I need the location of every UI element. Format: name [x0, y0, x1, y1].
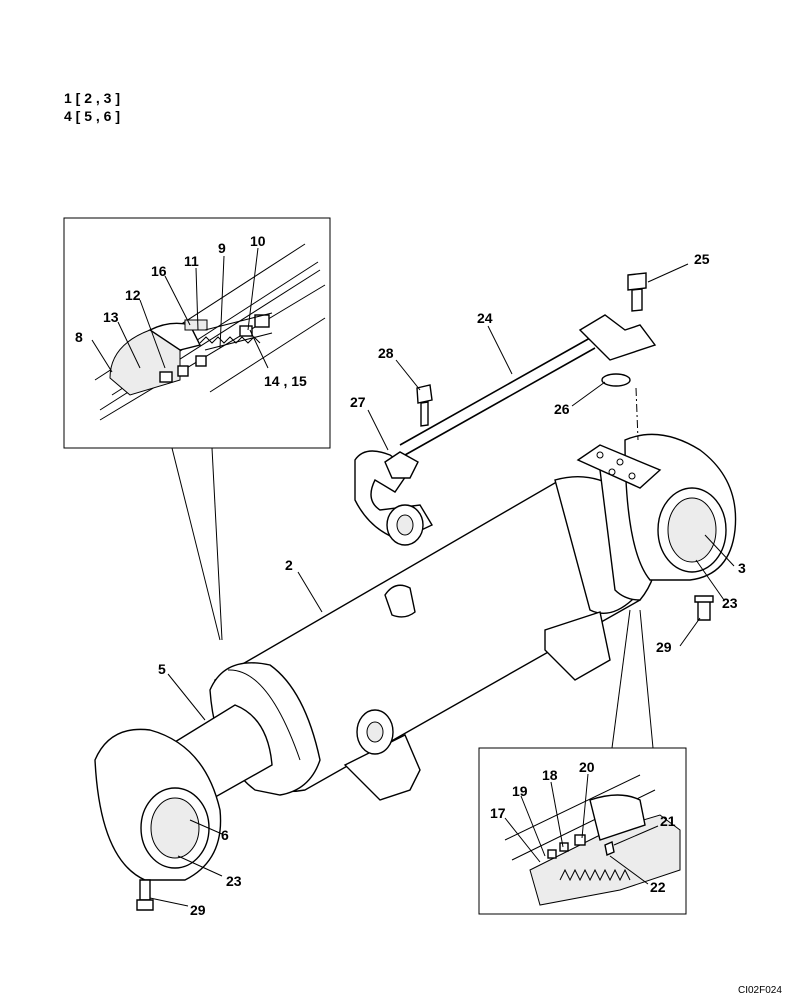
label-9: 9: [218, 240, 226, 256]
label-14-15: 14 , 15: [264, 373, 307, 389]
label-29-rear: 29: [656, 639, 672, 655]
label-19: 19: [512, 783, 528, 799]
label-23-front: 23: [226, 873, 242, 889]
label-3: 3: [738, 560, 746, 576]
header-line-1: 1 [ 2 , 3 ]: [64, 90, 120, 106]
label-22: 22: [650, 879, 666, 895]
rear-detail-inset: [478, 747, 687, 915]
label-18: 18: [542, 767, 558, 783]
inset-frame-bottom: [478, 747, 687, 915]
label-24: 24: [477, 310, 493, 326]
o-ring: [601, 373, 631, 387]
label-29-front: 29: [190, 902, 206, 918]
inset-frame-top: [63, 217, 331, 449]
label-5: 5: [158, 661, 166, 677]
label-8: 8: [75, 329, 83, 345]
label-12: 12: [125, 287, 141, 303]
label-21: 21: [660, 813, 676, 829]
label-23-rear: 23: [722, 595, 738, 611]
label-25: 25: [694, 251, 710, 267]
header-line-2: 4 [ 5 , 6 ]: [64, 108, 120, 124]
label-26: 26: [554, 401, 570, 417]
label-2: 2: [285, 557, 293, 573]
figure-code: CI02F024: [738, 985, 782, 996]
label-10: 10: [250, 233, 266, 249]
label-17: 17: [490, 805, 506, 821]
label-13: 13: [103, 309, 119, 325]
cylinder-assembly: [94, 272, 737, 911]
label-11: 11: [184, 253, 199, 269]
label-27: 27: [350, 394, 366, 410]
label-16: 16: [151, 263, 167, 279]
label-28: 28: [378, 345, 394, 361]
label-6: 6: [221, 827, 229, 843]
seal-detail-inset: [63, 217, 331, 449]
label-20: 20: [579, 759, 595, 775]
